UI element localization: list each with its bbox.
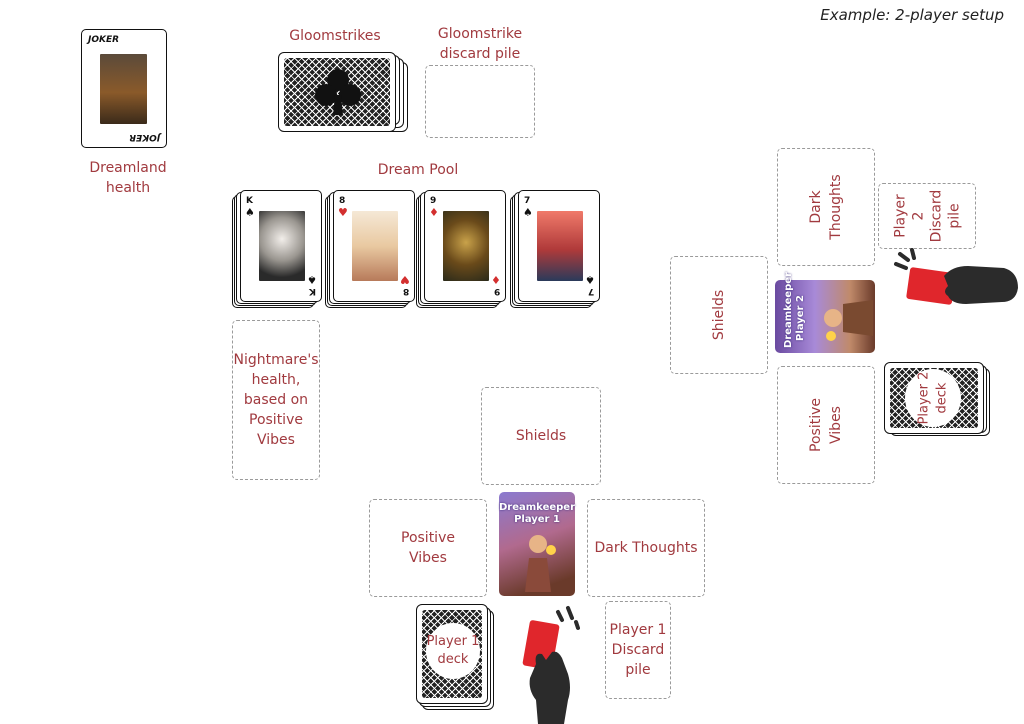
p1-shields-slot[interactable]: Shields	[481, 387, 601, 485]
p2-discard-label: Player 2 Discard pile	[891, 189, 962, 243]
p2-dark-thoughts-label: Dark Thoughts	[808, 174, 844, 240]
p2-positive-vibes-slot[interactable]: Positive Vibes	[777, 366, 875, 484]
p2-shields-slot[interactable]: Shields	[670, 256, 768, 374]
card-rank: 8	[402, 286, 409, 296]
dream-pool-card[interactable]: K♠♠K	[240, 190, 322, 302]
joker-label-top: JOKER	[88, 35, 120, 45]
card-suit-icon: ♠	[523, 206, 533, 219]
card-art	[537, 211, 583, 281]
p1-dreamkeeper-label: Dreamkeeper Player 1	[499, 502, 576, 525]
dreamland-health-label: Dreamland health	[89, 160, 167, 196]
p2-deck-label: Player 2 deck	[915, 371, 949, 425]
card-suit-icon: ♦	[429, 206, 439, 219]
card-rank: K	[246, 196, 253, 206]
gloomstrike-discard-label: Gloomstrike discard pile	[437, 26, 523, 62]
p1-dark-thoughts-slot[interactable]: Dark Thoughts	[587, 499, 705, 597]
card-rank: 8	[339, 196, 346, 206]
p2-deck-oval: Player 2 deck	[905, 369, 961, 427]
dream-pool-label: Dream Pool	[377, 162, 459, 178]
p1-deck[interactable]: Player 1 deck	[416, 604, 488, 704]
nightmare-health-slot[interactable]: Nightmare's health, based on Positive Vi…	[232, 320, 320, 480]
p2-dreamkeeper-label: Dreamkeeper Player 2	[783, 271, 806, 348]
p2-positive-vibes-label: Positive Vibes	[807, 398, 844, 452]
dreamkeeper-figure-icon	[525, 535, 556, 592]
p1-positive-vibes-slot[interactable]: Positive Vibes	[369, 499, 487, 597]
p1-dreamkeeper-card[interactable]: Dreamkeeper Player 1	[499, 492, 575, 596]
dream-pool-card[interactable]: 9♦♦9	[424, 190, 506, 302]
page-title: Example: 2-player setup	[820, 6, 1004, 24]
p2-hand-red-card-icon[interactable]	[892, 248, 1020, 320]
gloomstrikes-label: Gloomstrikes	[289, 28, 381, 44]
dreamkeeper-figure-icon	[824, 300, 873, 341]
card-suit-icon: ♠	[245, 206, 255, 219]
club-icon	[315, 69, 361, 115]
joker-art	[100, 54, 147, 124]
card-rank: 9	[493, 286, 500, 296]
card-art	[352, 211, 398, 281]
gloomstrike-deck[interactable]	[278, 52, 396, 132]
joker-card[interactable]: JOKER JOKER	[81, 29, 167, 148]
p1-hand-red-card-icon[interactable]	[518, 604, 580, 724]
card-rank: 9	[430, 196, 437, 206]
p2-deck[interactable]: Player 2 deck	[884, 362, 984, 434]
card-art	[259, 211, 305, 281]
dream-pool-card[interactable]: 7♠♠7	[518, 190, 600, 302]
card-rank: 7	[524, 196, 531, 206]
card-suit-icon: ♠	[307, 273, 317, 286]
card-suit-icon: ♥	[400, 273, 410, 286]
p1-discard-slot[interactable]: Player 1 Discard pile	[605, 601, 671, 699]
card-rank: 7	[587, 286, 594, 296]
p1-deck-label: Player 1 deck	[426, 623, 480, 679]
p2-discard-slot[interactable]: Player 2 Discard pile	[878, 183, 976, 249]
p2-dark-thoughts-slot[interactable]: Dark Thoughts	[777, 148, 875, 266]
joker-label-bottom: JOKER	[128, 132, 160, 142]
card-suit-icon: ♠	[585, 273, 595, 286]
p2-dreamkeeper-card[interactable]: Dreamkeeper Player 2	[775, 271, 875, 353]
card-suit-icon: ♦	[491, 273, 501, 286]
dream-pool-card[interactable]: 8♥♥8	[333, 190, 415, 302]
gloomstrike-discard-slot[interactable]	[425, 65, 535, 138]
card-suit-icon: ♥	[338, 206, 348, 219]
card-art	[443, 211, 489, 281]
card-rank: K	[309, 286, 316, 296]
p2-shields-label: Shields	[711, 289, 727, 341]
